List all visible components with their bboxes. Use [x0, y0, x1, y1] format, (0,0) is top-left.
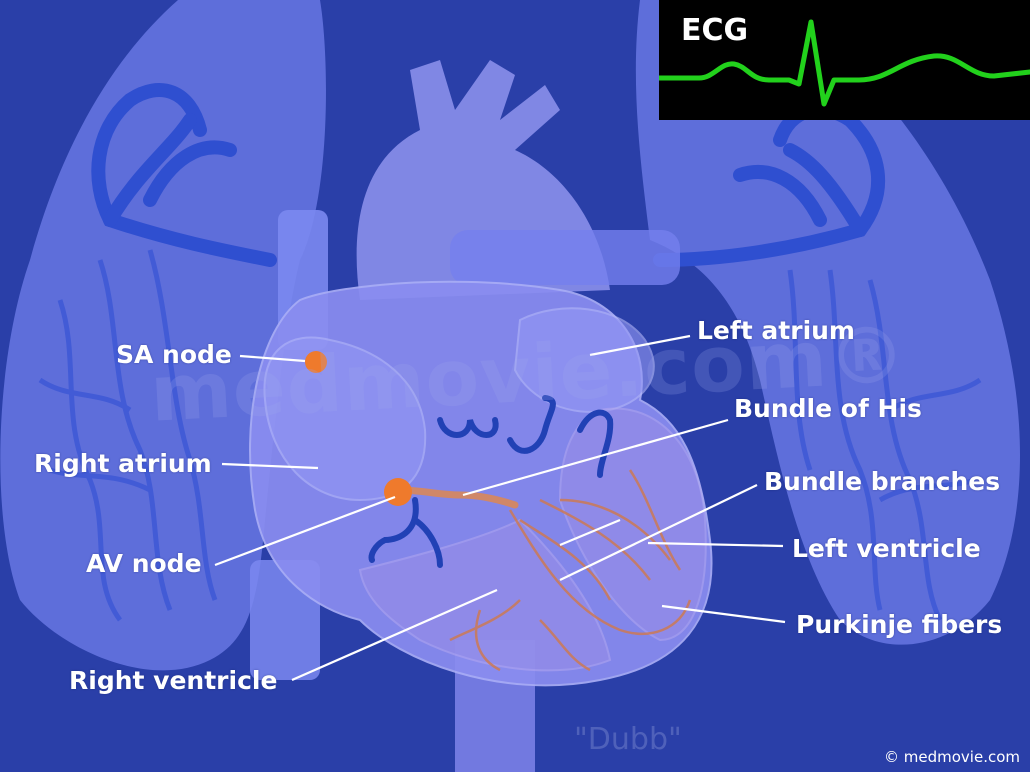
right-atrium-shape — [263, 336, 427, 502]
ecg-waveform — [659, 19, 1030, 107]
lung-capillaries — [38, 249, 982, 622]
sa-node-marker — [305, 351, 327, 373]
artist-signature: "Dubb" — [574, 722, 682, 757]
label-leader-lines — [214, 334, 786, 682]
label-purkinje-fibers: Purkinje fibers — [796, 610, 1003, 639]
purkinje-fiber-network — [449, 469, 692, 672]
label-av-node: AV node — [86, 549, 202, 578]
label-right-atrium: Right atrium — [34, 449, 212, 478]
label-left-atrium: Left atrium — [697, 316, 855, 345]
pulmonary-artery-right — [450, 230, 680, 285]
coronary-vessels — [368, 395, 614, 568]
lung-vessels — [91, 83, 886, 267]
label-left-ventricle: Left ventricle — [792, 534, 981, 563]
label-right-ventricle: Right ventricle — [69, 666, 278, 695]
right-lung-shape — [635, 0, 1020, 645]
copyright-notice: © medmovie.com — [884, 748, 1020, 766]
ecg-panel: ECG — [659, 0, 1030, 120]
conduction-path — [396, 486, 519, 509]
ecg-trace — [659, 19, 1030, 107]
av-node-marker — [384, 478, 412, 506]
label-bundle-of-his: Bundle of His — [734, 394, 922, 423]
ecg-title: ECG — [681, 13, 749, 48]
left-lung-shape — [0, 0, 326, 671]
label-sa-node: SA node — [116, 340, 232, 369]
left-atrium-shape — [513, 307, 655, 413]
label-bundle-branches: Bundle branches — [764, 467, 1001, 496]
